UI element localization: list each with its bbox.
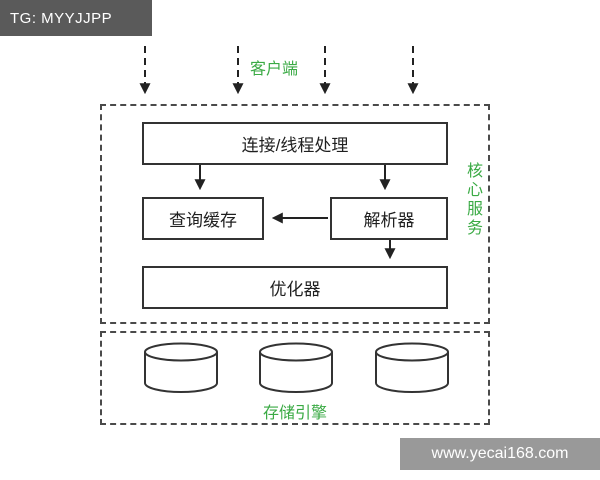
node-optimizer: 优化器 <box>142 266 448 309</box>
storage-engine-box <box>100 331 490 425</box>
storage-engine-label: 存储引擎 <box>262 405 327 422</box>
node-query-cache: 查询缓存 <box>142 197 264 240</box>
core-services-box <box>100 104 490 324</box>
node-connection: 连接/线程处理 <box>142 122 448 165</box>
tg-badge: TG: MYYJJPP <box>0 0 152 36</box>
watermark: www.yecai168.com <box>400 438 600 470</box>
node-parser: 解析器 <box>330 197 448 240</box>
core-services-label: 核心服务 <box>464 162 481 238</box>
client-label: 客户端 <box>250 61 299 78</box>
